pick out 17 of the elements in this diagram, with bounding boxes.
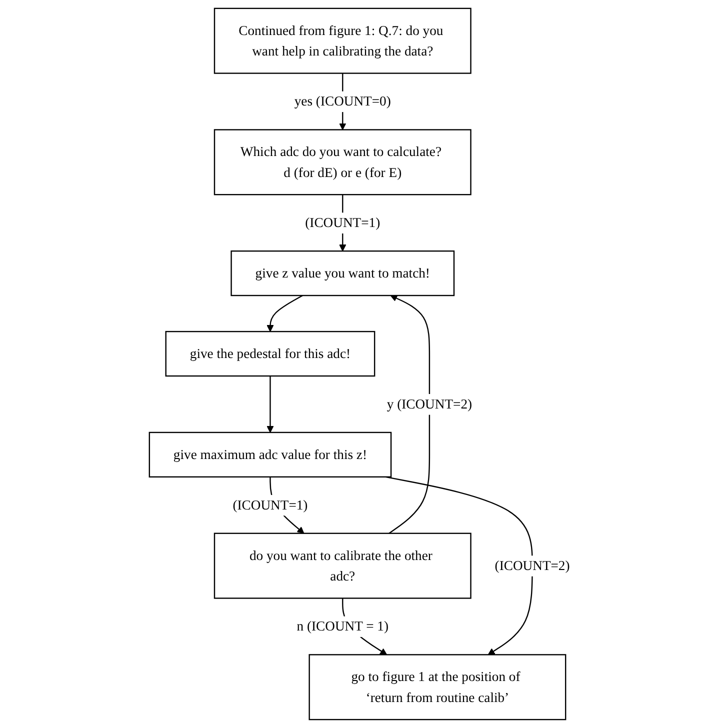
node-box: give maximum adc value for this z! (148, 432, 392, 478)
edge-label: (ICOUNT=1) (305, 215, 380, 230)
node-box: Which adc do you want to calculate? d (for dE) or e (for E) (214, 129, 472, 196)
arrow (266, 376, 274, 433)
arrow (388, 295, 430, 534)
edge-label: n (ICOUNT = 1) (296, 618, 388, 634)
edge-label: (ICOUNT=2) (494, 558, 570, 574)
arrow (266, 295, 303, 332)
node-box: Continued from figure 1: Q.7: do you want help in calibrating the data? (214, 8, 472, 74)
edge-label: (ICOUNT=1) (232, 497, 308, 513)
node-box: give z value you want to match! (230, 250, 454, 296)
node-box: do you want to calibrate the other adc? (214, 532, 472, 599)
edge-label: y (ICOUNT=2) (386, 396, 472, 412)
arrow (385, 476, 533, 656)
node-box: give the pedestal for this adc! (165, 330, 376, 377)
node-box: go to figure 1 at the position of ‘return from routine calib’ (308, 654, 566, 720)
edge-label: yes (ICOUNT=0) (294, 94, 391, 109)
